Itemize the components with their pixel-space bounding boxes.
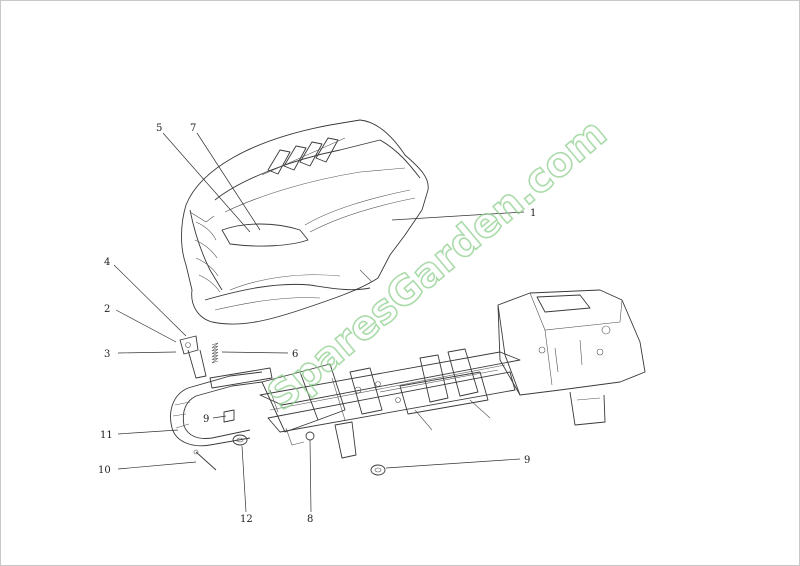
bolt-part (305, 431, 315, 441)
hood-part (181, 119, 429, 325)
bushing-part (370, 464, 386, 476)
roller-part (232, 434, 248, 446)
callout-2: 2 (104, 304, 110, 315)
pin-part (193, 449, 217, 471)
clip-part (223, 409, 235, 423)
callout-3: 3 (104, 349, 110, 360)
callout-6: 6 (292, 349, 298, 360)
callout-9b: 9 (524, 455, 530, 466)
leader-2 (115, 309, 177, 343)
callout-4: 4 (104, 257, 110, 268)
leader-9a (212, 415, 227, 419)
latch-bracket-part (179, 335, 207, 379)
callout-12: 12 (240, 514, 253, 525)
callout-7: 7 (190, 123, 196, 134)
leader-8 (309, 439, 312, 513)
leader-9b (385, 458, 521, 469)
callout-labels: 1 2 3 4 5 6 7 8 9 9 10 11 12 (98, 123, 536, 525)
chassis-frame-part (259, 289, 646, 459)
leader-6 (221, 351, 289, 354)
callout-8: 8 (307, 514, 313, 525)
leader-3 (117, 351, 177, 354)
leader-10 (117, 461, 197, 470)
leader-1 (391, 211, 525, 221)
callout-9a: 9 (203, 414, 209, 425)
spring-part (211, 342, 219, 364)
bumper-tube-part (170, 367, 273, 447)
leader-11 (117, 429, 179, 435)
callout-11: 11 (100, 430, 113, 441)
leader-6b (196, 132, 261, 231)
leader-12 (241, 445, 247, 513)
callout-1: 1 (530, 208, 536, 219)
callout-10: 10 (98, 465, 111, 476)
callout-5: 5 (156, 123, 162, 134)
leader-5 (162, 132, 251, 233)
leader-4 (113, 264, 187, 337)
leader-lines (113, 132, 525, 513)
